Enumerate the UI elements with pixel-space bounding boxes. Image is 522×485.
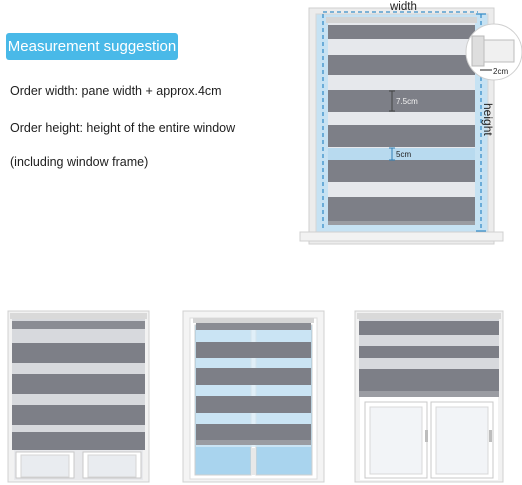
overlap-label: 2cm [493,67,508,76]
order-width-text: Order width: pane width + approx.4cm [10,84,222,98]
blind-stripe [328,25,475,39]
stripe-label: 5cm [396,150,411,159]
blind-stripe [328,55,475,75]
measurement-suggestion-badge: Measurement suggestion [6,33,178,60]
blind-stripe [328,160,475,182]
head-rail [326,17,477,23]
measurement-diagram: width height 7.5cm 5cm 2cm [299,1,522,245]
height-label: height [481,103,495,136]
window-example-raised [354,310,504,483]
width-label: width [389,1,417,13]
window-example-in-frame [182,310,325,483]
blind-stripe [328,90,475,112]
window-example-closed [7,310,150,483]
bottom-rail [328,221,475,225]
blind-stripe [328,125,475,147]
window-frame-note: (including window frame) [10,155,149,169]
order-height-text: Order height: height of the entire windo… [10,121,236,135]
gap-label: 7.5cm [396,97,418,106]
blind-sheer [328,23,475,225]
window-sill [299,231,504,242]
blind-stripe [328,197,475,221]
